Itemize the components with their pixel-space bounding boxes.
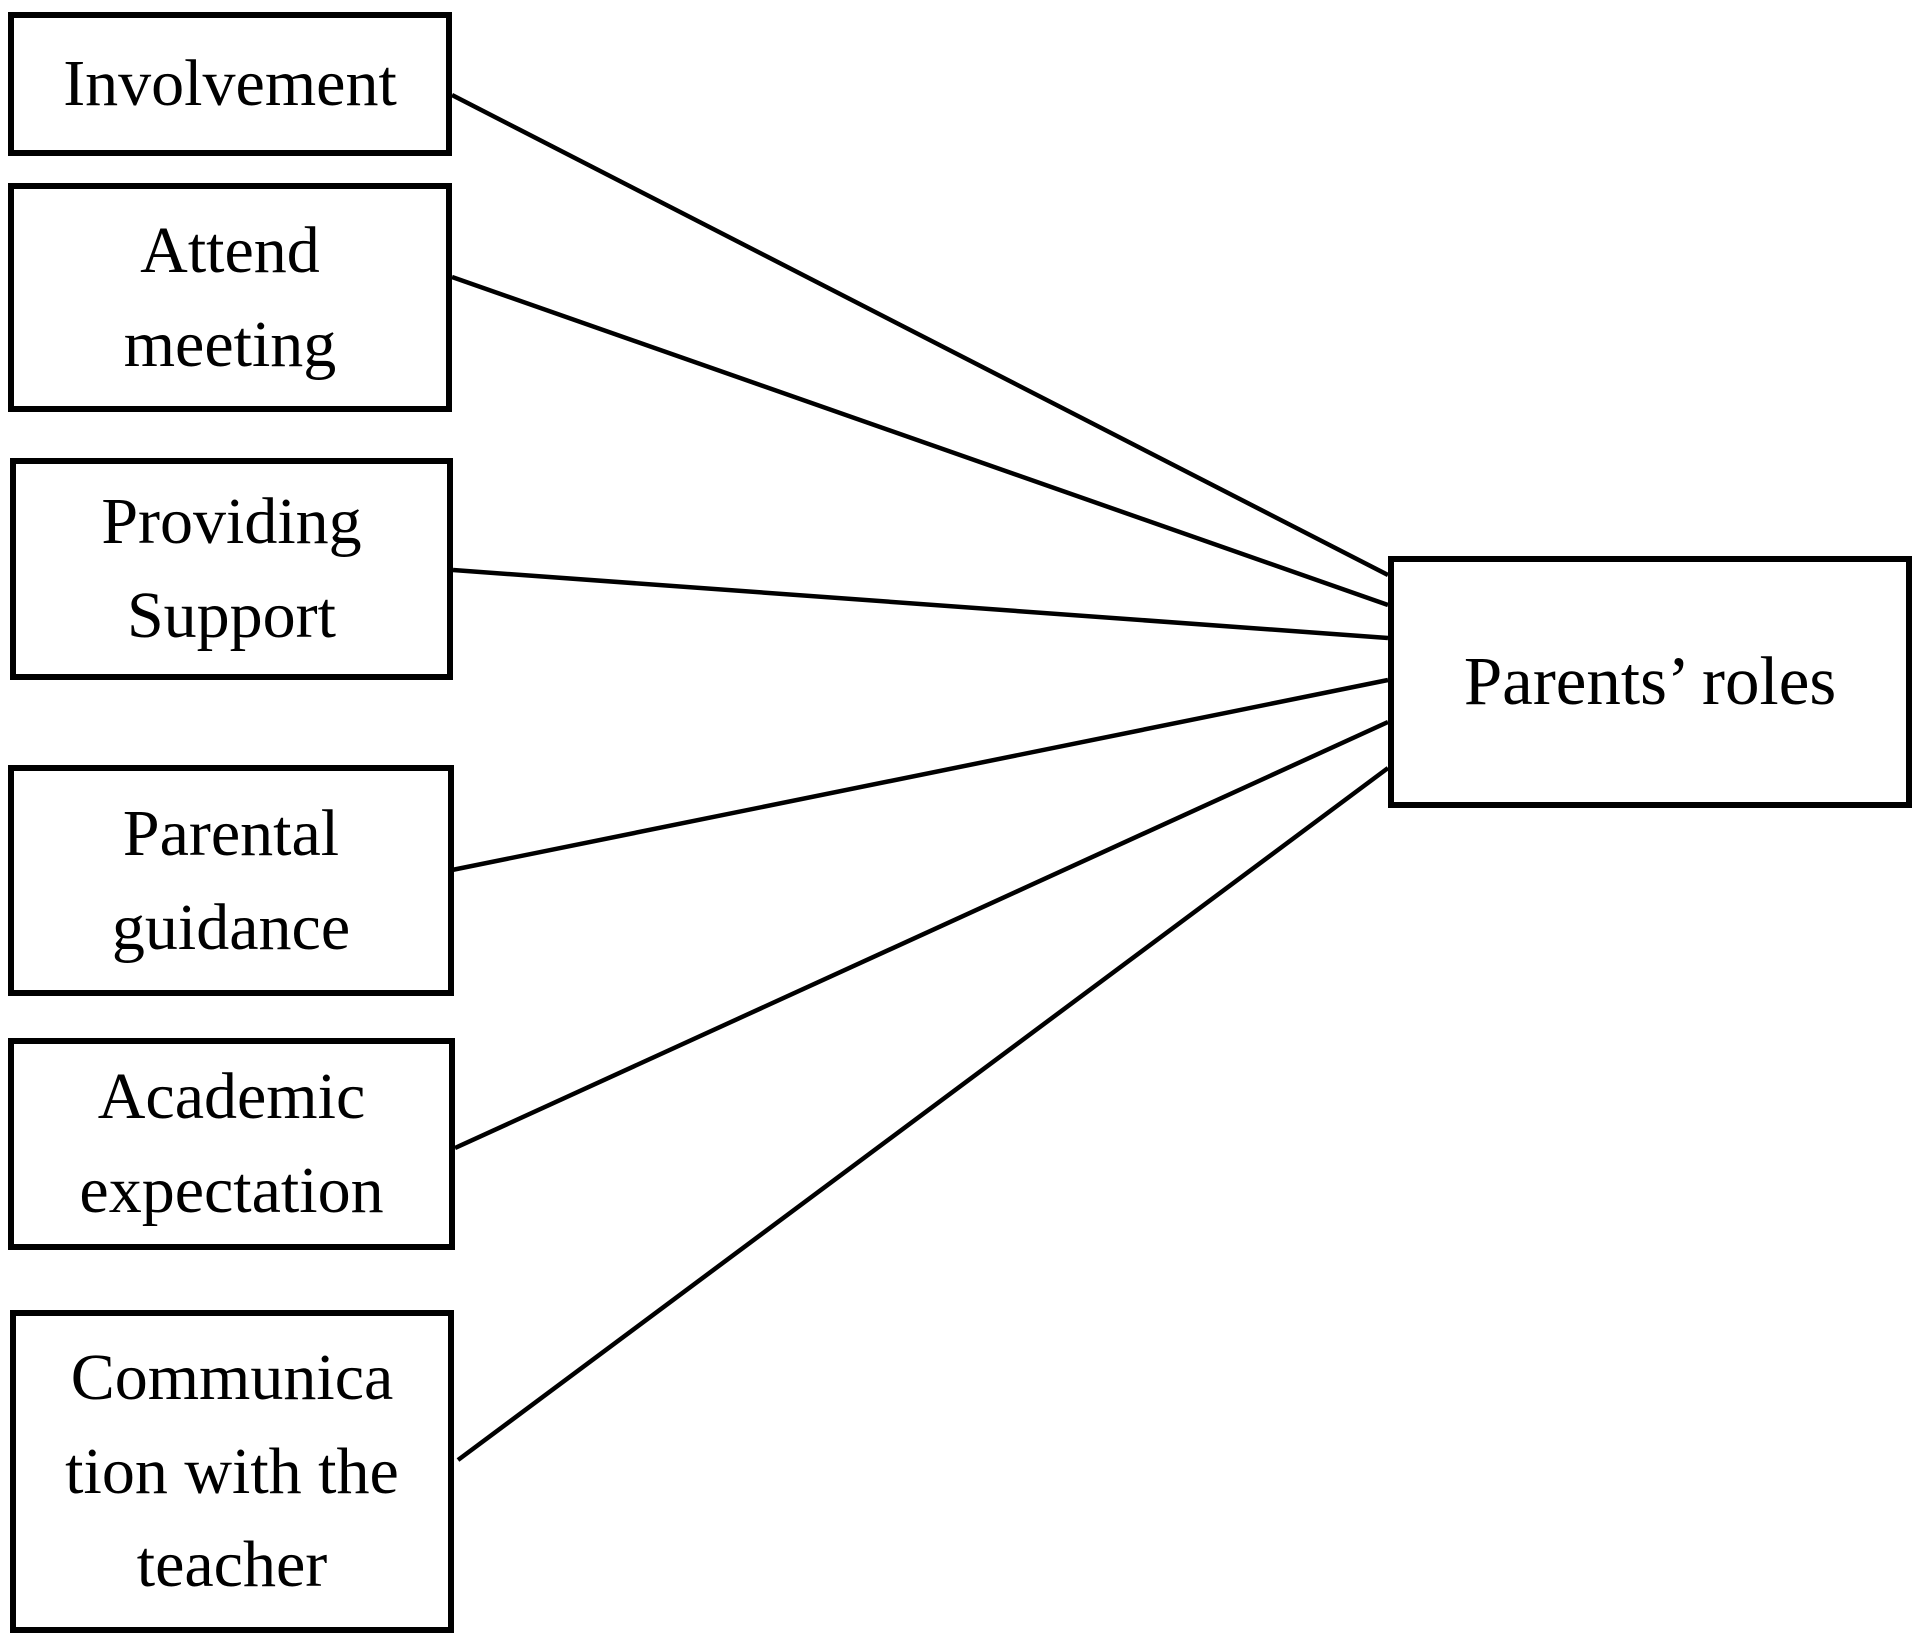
box-involvement-label: Involvement — [63, 47, 397, 121]
box-attend-meeting: Attend meeting — [8, 183, 452, 412]
box-academic-expectation-label: Academic expectation — [79, 1060, 384, 1227]
connector-attend-meeting-to-parents-roles — [451, 274, 1389, 608]
box-communication-with-the-teacher: Communica tion with the teacher — [10, 1310, 454, 1633]
connector-academic-expectation-to-parents-roles — [454, 719, 1389, 1151]
box-providing-support: Providing Support — [10, 458, 453, 680]
box-academic-expectation: Academic expectation — [8, 1038, 455, 1250]
box-attend-meeting-label: Attend meeting — [123, 213, 337, 381]
connector-communication-to-parents-roles — [456, 766, 1390, 1462]
box-parental-guidance: Parental guidance — [8, 765, 454, 996]
connector-involvement-to-parents-roles — [450, 92, 1390, 578]
connector-parental-guidance-to-parents-roles — [451, 677, 1389, 873]
box-involvement: Involvement — [8, 12, 452, 156]
box-parents-roles: Parents’ roles — [1388, 556, 1912, 808]
box-providing-support-label: Providing Support — [101, 485, 362, 652]
connector-providing-support-to-parents-roles — [452, 567, 1389, 641]
box-parents-roles-label: Parents’ roles — [1463, 643, 1837, 720]
box-communication-with-the-teacher-label: Communica tion with the teacher — [65, 1340, 399, 1602]
box-parental-guidance-label: Parental guidance — [111, 796, 351, 964]
